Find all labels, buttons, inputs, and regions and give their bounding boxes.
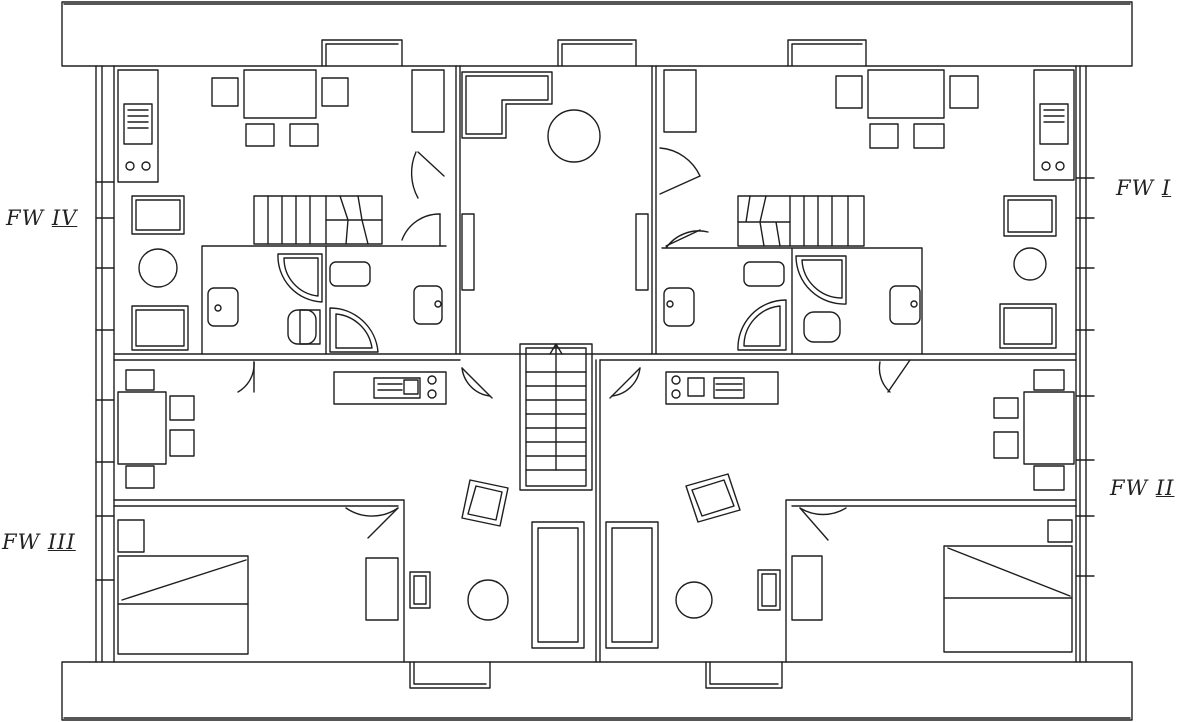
fw2-dining-set xyxy=(993,369,1075,491)
central-staircase xyxy=(519,343,593,491)
label-fw1: FW I xyxy=(1116,176,1171,200)
fw4-bathroom xyxy=(207,253,443,353)
fw1-dining-set xyxy=(835,69,979,149)
fw4-doors xyxy=(237,151,445,393)
label-fw3-number: III xyxy=(47,530,76,554)
label-fw2-number: II xyxy=(1155,476,1175,500)
bottom-roof-band xyxy=(61,661,1133,721)
label-fw4: FW IV xyxy=(6,206,77,230)
fw2-kitchen xyxy=(665,371,779,405)
label-fw4-prefix: FW xyxy=(6,206,45,230)
exterior-walls xyxy=(95,65,1095,663)
fw1-doors xyxy=(659,147,911,393)
fw1-staircase xyxy=(737,195,865,247)
interior-walls xyxy=(113,65,1077,663)
fw4-staircase xyxy=(253,195,383,245)
fw4-dining-set xyxy=(211,69,349,147)
fw1-bathroom xyxy=(663,255,921,351)
label-fw3: FW III xyxy=(2,530,76,554)
fw4-living xyxy=(131,195,189,351)
fw1-cabinet xyxy=(663,69,697,133)
label-fw1-number: I xyxy=(1161,176,1172,200)
center-hall-doors xyxy=(461,367,641,399)
fw1-living xyxy=(999,195,1057,349)
fw4-cabinet xyxy=(411,69,445,133)
fw3-dining-set xyxy=(117,369,195,489)
fw3-kitchen xyxy=(333,371,447,405)
fw2-bedroom xyxy=(757,507,1073,653)
center-top-room xyxy=(461,71,649,291)
label-fw4-number: IV xyxy=(51,206,78,230)
label-fw2-prefix: FW xyxy=(1110,476,1149,500)
fw1-kitchen-counter xyxy=(1033,69,1075,181)
label-fw3-prefix: FW xyxy=(2,530,41,554)
top-roof-band xyxy=(61,1,1133,67)
label-fw2: FW II xyxy=(1110,476,1174,500)
fw4-kitchen-counter xyxy=(117,69,159,183)
fw3-bedroom xyxy=(117,507,431,655)
fw3-living xyxy=(461,479,585,649)
fw2-living xyxy=(605,473,741,649)
label-fw1-prefix: FW xyxy=(1116,176,1155,200)
